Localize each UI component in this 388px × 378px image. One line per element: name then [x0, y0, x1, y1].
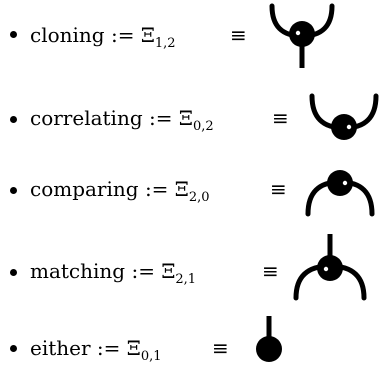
assign-operator: :=: [144, 177, 169, 201]
bullet: [10, 116, 17, 123]
assign-operator: :=: [131, 259, 155, 283]
xi-symbol: Ξ: [161, 259, 176, 283]
bullet: [10, 269, 17, 276]
xi-symbol: Ξ: [140, 23, 155, 47]
comparing-spider-icon: [305, 170, 375, 217]
definition-label: either := Ξ0,1: [30, 336, 162, 363]
list-item-comparing: comparing := Ξ2,0 ≡: [0, 156, 388, 217]
xi-symbol: Ξ: [126, 336, 141, 360]
bullet: [10, 31, 17, 38]
definition-label: matching := Ξ2,1: [30, 259, 196, 286]
either-spider-icon: [256, 316, 282, 362]
equiv-symbol: ≡: [230, 23, 247, 47]
list-item-correlating: correlating := Ξ0,2 ≡: [0, 85, 388, 145]
bullet: [10, 345, 17, 352]
term-name: either: [30, 336, 91, 360]
assign-operator: :=: [96, 336, 121, 360]
subscript: 0,1: [140, 349, 162, 364]
definition-label: comparing := Ξ2,0: [30, 177, 210, 204]
correlating-spider-icon: [309, 93, 379, 140]
term-name: correlating: [30, 106, 143, 130]
cloning-spider-icon: [269, 3, 335, 68]
list-item-either: either := Ξ0,1 ≡: [0, 316, 388, 378]
equiv-symbol: ≡: [262, 259, 279, 283]
subscript: 2,0: [188, 190, 210, 205]
subscript: 0,2: [192, 119, 214, 134]
definition-label: cloning := Ξ1,2: [30, 23, 176, 50]
subscript: 2,1: [175, 272, 197, 287]
definition-label: correlating := Ξ0,2: [30, 106, 214, 133]
matching-spider-icon: [293, 234, 367, 301]
assign-operator: :=: [149, 106, 173, 130]
xi-symbol: Ξ: [178, 106, 193, 130]
list-item-cloning: cloning := Ξ1,2 ≡: [0, 0, 388, 68]
equiv-symbol: ≡: [272, 106, 289, 130]
equiv-symbol: ≡: [270, 177, 287, 201]
equiv-symbol: ≡: [212, 336, 229, 360]
assign-operator: :=: [110, 23, 135, 47]
bullet: [10, 187, 17, 194]
term-name: cloning: [30, 23, 105, 47]
subscript: 1,2: [154, 36, 176, 51]
list-item-matching: matching := Ξ2,1 ≡: [0, 234, 388, 301]
term-name: matching: [30, 259, 126, 283]
term-name: comparing: [30, 177, 139, 201]
xi-symbol: Ξ: [174, 177, 189, 201]
